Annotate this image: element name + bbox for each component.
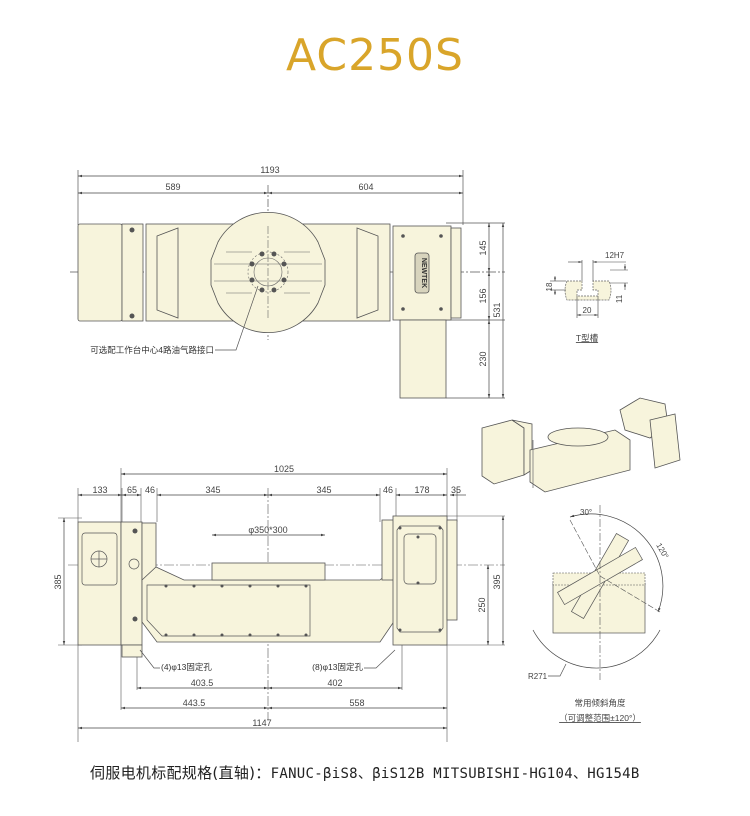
dim-overall-bottom: 1147 — [252, 718, 271, 728]
dim-table: φ350*300 — [248, 525, 287, 535]
dim-center-height: 250 — [477, 597, 487, 612]
tilt-radius: R271 — [528, 672, 548, 681]
tilt-caption-2: （可调整范围±120°） — [559, 713, 641, 723]
motor-spec: 伺服电机标配规格(直轴)：FANUC-βiS8、βiS12B MITSUBISH… — [90, 762, 640, 783]
t-slot-detail: 12H7 18 11 20 T型槽 — [545, 251, 628, 343]
tilt-angle-120: 120° — [654, 542, 670, 561]
dim-35: 35 — [451, 485, 461, 495]
isometric-view — [481, 397, 681, 493]
dim-overall-height: 531 — [492, 302, 502, 317]
tilt-angle-view: 30° 120° R271 常用倾斜角度 （可调整范围±120°） — [528, 505, 670, 723]
dim-right-mid: 156 — [478, 288, 488, 303]
motor-spec-label: 伺服电机标配规格(直轴)： — [90, 764, 271, 782]
dim-right-top: 145 — [478, 240, 488, 255]
dim-133: 133 — [92, 485, 107, 495]
brand-plate: NEWTEK — [420, 258, 427, 288]
callout-left-holes: (4)φ13固定孔 — [161, 662, 212, 672]
dim-hole-left: 403.5 — [191, 678, 214, 688]
t-slot-width-top: 12H7 — [605, 251, 625, 260]
center-port-callout: 可选配工作台中心4路油气路接口 — [90, 345, 214, 355]
dim-right-bottom: 230 — [478, 351, 488, 366]
tilt-angle-30: 30° — [580, 508, 592, 517]
dim-left-half: 589 — [165, 182, 180, 192]
t-slot-label: T型槽 — [576, 333, 599, 343]
dim-65: 65 — [127, 485, 137, 495]
dim-base-right: 558 — [349, 698, 364, 708]
t-slot-width-bottom: 20 — [583, 306, 592, 315]
dim-overall-width: 1193 — [260, 165, 279, 175]
callout-right-holes: (8)φ13固定孔 — [312, 662, 363, 672]
dim-right-half: 604 — [358, 182, 373, 192]
dim-46-left: 46 — [145, 485, 155, 495]
dim-178: 178 — [414, 485, 429, 495]
dim-46-right: 46 — [383, 485, 393, 495]
dim-left-height: 385 — [53, 574, 63, 589]
dim-345-left: 345 — [205, 485, 220, 495]
top-view: 1193 589 604 145 156 230 531 — [70, 165, 505, 399]
dim-base-left: 443.5 — [183, 698, 206, 708]
t-slot-height-left: 18 — [545, 282, 554, 291]
dim-overall-top: 1025 — [274, 464, 294, 474]
dim-hole-right: 402 — [327, 678, 342, 688]
tilt-caption-1: 常用倾斜角度 — [574, 698, 626, 708]
product-title: AC250S — [286, 30, 464, 81]
motor-spec-value: FANUC-βiS8、βiS12B MITSUBISHI-HG104、HG154… — [270, 766, 640, 782]
dim-right-height: 395 — [492, 574, 502, 589]
dim-345-right: 345 — [316, 485, 331, 495]
front-view: 1025 133 65 46 345 345 46 178 35 φ350*30… — [53, 464, 505, 742]
t-slot-height-right: 11 — [615, 294, 624, 303]
